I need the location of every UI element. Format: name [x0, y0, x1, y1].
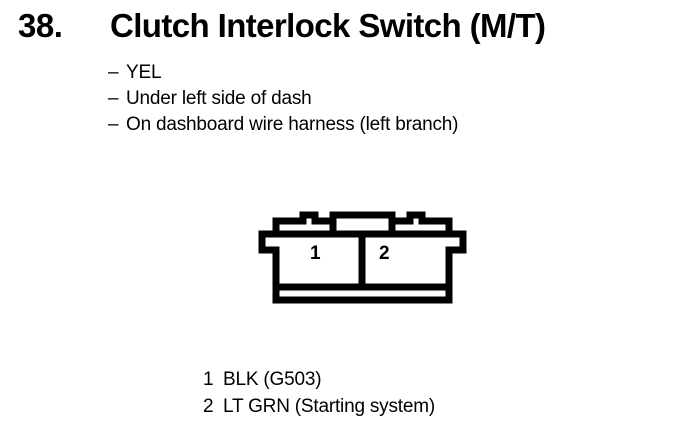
pin-legend: 1 BLK (G503) 2 LT GRN (Starting system): [203, 366, 643, 420]
legend-pin-number: 2: [203, 396, 214, 417]
cavity-pin-label-2: 2: [379, 243, 390, 264]
list-item: –YEL: [108, 60, 668, 86]
dash-bullet-icon: –: [108, 114, 119, 135]
legend-pin-number: 1: [203, 369, 214, 390]
list-item: –On dashboard wire harness (left branch): [108, 112, 668, 138]
connector-outline-icon: [258, 211, 467, 304]
legend-wire-description: LT GRN (Starting system): [223, 396, 435, 417]
list-item-label: On dashboard wire harness (left branch): [126, 114, 459, 135]
list-item-label: Under left side of dash: [126, 88, 312, 109]
cavity-pin-label-1: 1: [310, 243, 321, 264]
connector-diagram: 1 2: [255, 205, 480, 315]
list-item: –Under left side of dash: [108, 86, 668, 112]
dash-bullet-icon: –: [108, 88, 119, 109]
page-title: Clutch Interlock Switch (M/T): [110, 7, 546, 44]
list-item-label: YEL: [126, 62, 162, 83]
detail-list: –YEL –Under left side of dash –On dashbo…: [108, 60, 668, 138]
page-heading: 38. Clutch Interlock Switch (M/T): [0, 6, 688, 50]
heading-number: 38.: [18, 7, 63, 44]
connector-body-path: [258, 211, 467, 304]
legend-wire-description: BLK (G503): [223, 369, 322, 390]
legend-row: 2 LT GRN (Starting system): [203, 393, 643, 420]
dash-bullet-icon: –: [108, 62, 119, 83]
legend-row: 1 BLK (G503): [203, 366, 643, 393]
